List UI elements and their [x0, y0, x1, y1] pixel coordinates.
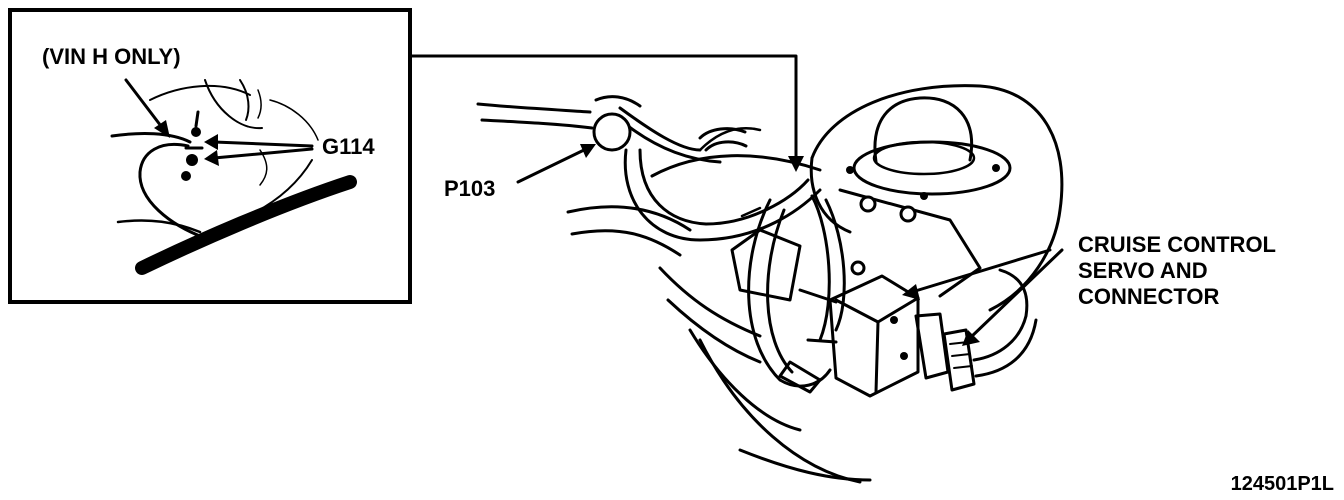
lower-hose [566, 205, 692, 232]
inset-title: (VIN H ONLY) [42, 44, 181, 69]
ground-label: G114 [322, 134, 375, 159]
figure-id: 124501P1L [1231, 473, 1334, 495]
bolt-icon [850, 260, 866, 276]
vin-h-arrow [124, 78, 170, 138]
servo-label-line1: CRUISE CONTROL [1078, 232, 1276, 257]
inset-detail: (VIN H ONLY) G114 [8, 8, 412, 304]
ground-stud-icon [181, 110, 204, 181]
connector-label: P103 [444, 176, 495, 201]
p103-grommet-icon [592, 95, 642, 152]
servo-arrows [902, 248, 1064, 346]
cruise-servo [798, 274, 920, 398]
servo-label-line2: SERVO AND [1078, 258, 1208, 283]
engine-illustration [476, 84, 1064, 484]
servo-label-line3: CONNECTOR [1078, 284, 1219, 309]
servo-connector [914, 268, 1038, 392]
g114-arrows [204, 134, 314, 166]
bolt-icon [859, 195, 877, 213]
p103-arrow [516, 144, 596, 184]
bolt-icon [899, 205, 917, 223]
air-intake-housing [809, 84, 1064, 312]
